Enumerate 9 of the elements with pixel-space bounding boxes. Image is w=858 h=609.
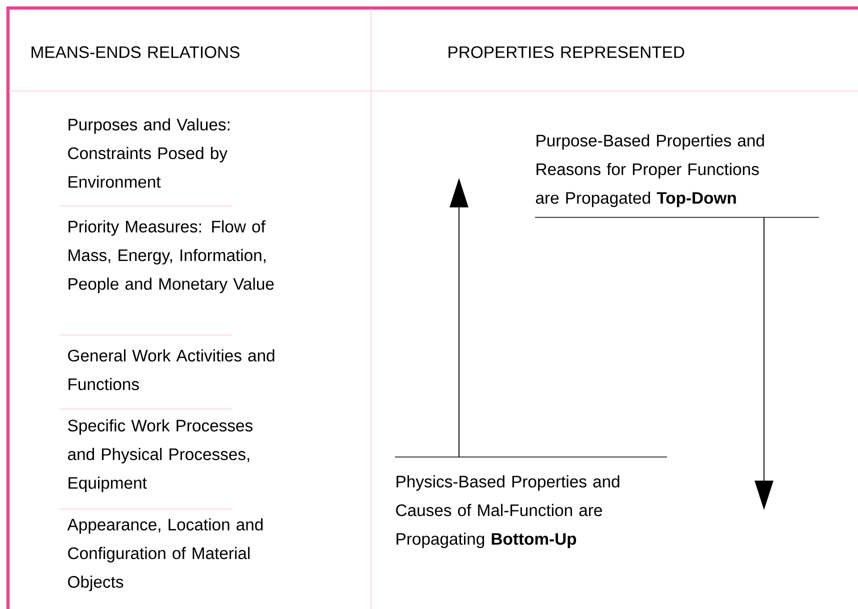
level-text: Priority Measures: Flow of Mass, Energy, Information, People and Monetary Value (68, 220, 274, 294)
column-header: PROPERTIES REPRESENTED (448, 46, 684, 58)
underlined-text: Physics-Based Properties and Causes of Mal-Function are Propagating Bottom-Up (394, 456, 668, 548)
level-text: Purposes and Values: Constraints Posed by Environment (68, 118, 230, 188)
level-text: Specific Work Processes and Physical Processes, Equipment (68, 419, 252, 492)
underlined-text: Purpose-Based Properties and Reasons for Proper Functions are Propagated Top-Down (534, 134, 820, 218)
level-text: Appearance, Location and Configuration of Material Objects (67, 518, 263, 592)
level-text: General Work Activities and Functions (68, 349, 274, 390)
column-header: MEANS-ENDS RELATIONS (32, 46, 240, 58)
